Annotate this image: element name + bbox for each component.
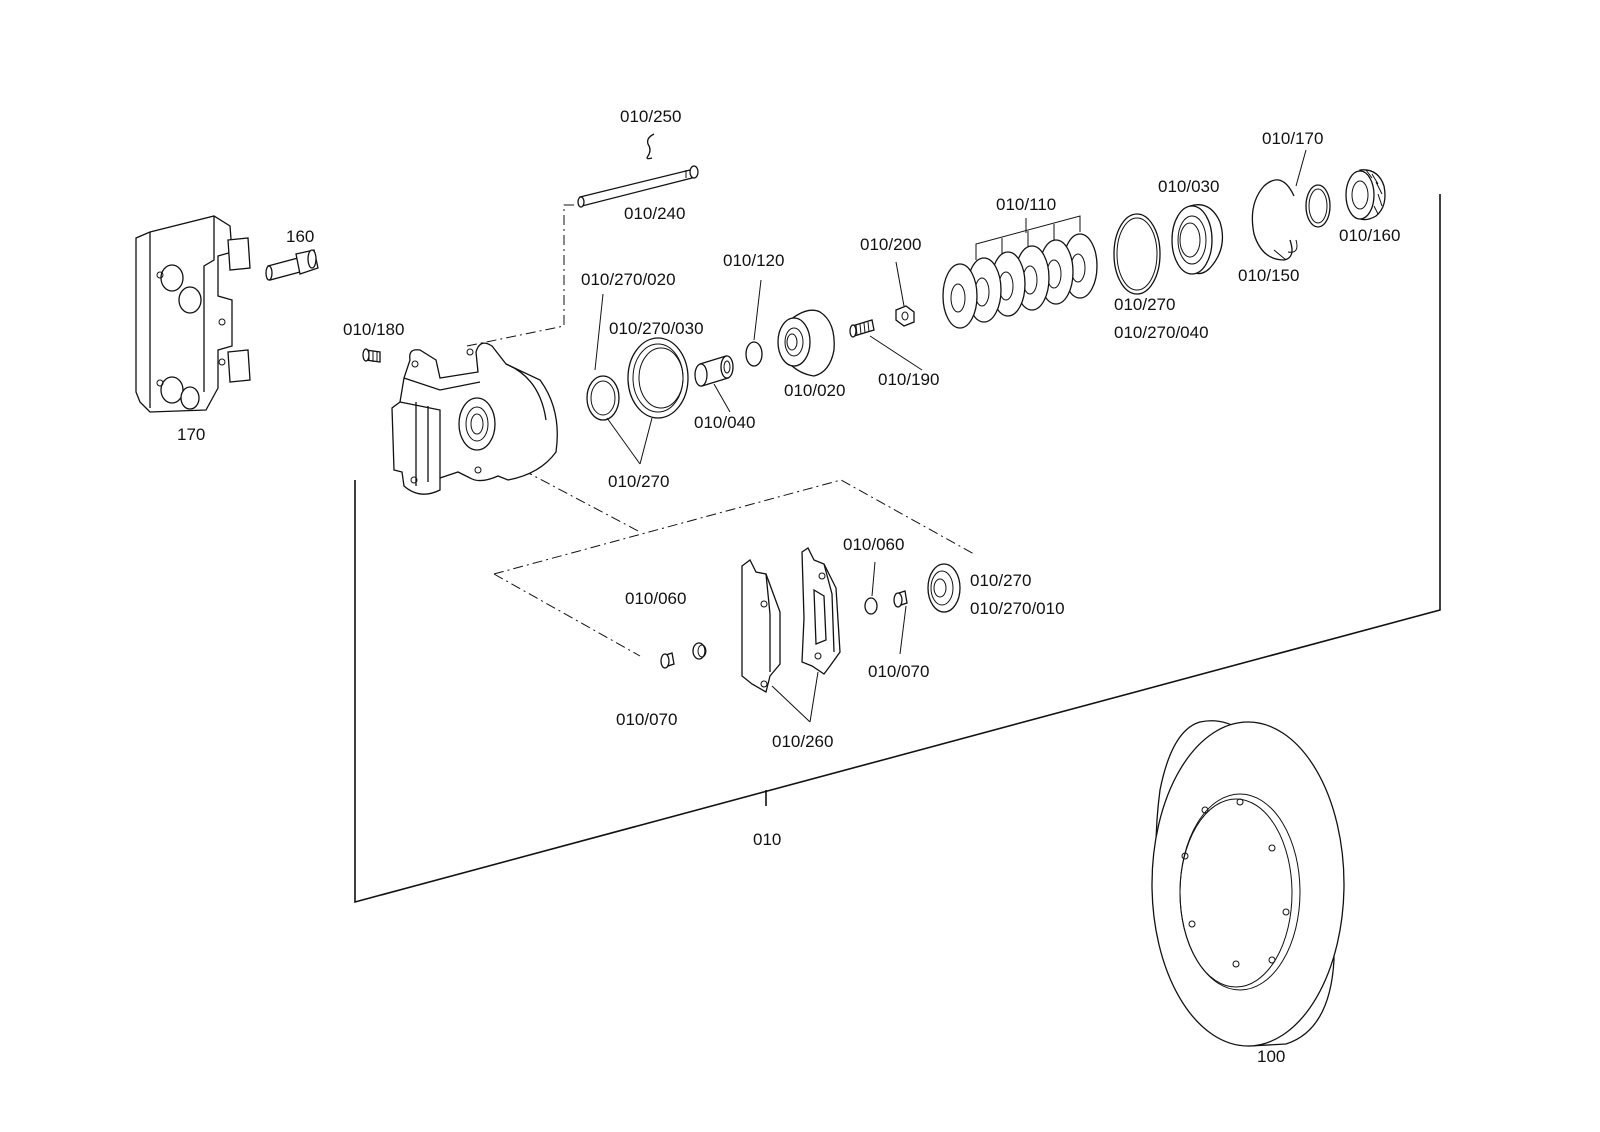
label-010-060-right: 010/060 — [843, 535, 904, 554]
label-010-040: 010/040 — [694, 413, 755, 432]
bushing-010-070-left-part — [660, 652, 675, 669]
label-010-170: 010/170 — [1262, 129, 1323, 148]
label-010-120: 010/120 — [723, 251, 784, 270]
label-010-060-left: 010/060 — [625, 589, 686, 608]
snap-ring-010-150-part — [1251, 179, 1295, 261]
spring-010-190-part — [849, 319, 875, 338]
part-labels: 010/250 010/240 160 170 010/180 010/270/… — [177, 107, 1400, 1066]
label-010-270-040: 010/270/040 — [1114, 323, 1209, 342]
nut-010-200-part — [895, 305, 915, 327]
label-100: 100 — [1257, 1047, 1285, 1066]
brake-pad-010-260-left-part — [741, 559, 781, 693]
caliper-housing-part — [391, 342, 558, 495]
label-010-190: 010/190 — [878, 370, 939, 389]
alignment-lines — [466, 204, 975, 657]
bracket-170-part — [135, 215, 251, 413]
label-010-070-right: 010/070 — [868, 662, 929, 681]
label-010-270-020: 010/270/020 — [581, 270, 676, 289]
leader-010-110-bracket — [975, 215, 1081, 260]
label-010-030: 010/030 — [1158, 177, 1219, 196]
ring-010-170-part — [1305, 184, 1331, 228]
label-010-250: 010/250 — [620, 107, 681, 126]
brake-disc-100-part — [1151, 720, 1345, 1047]
label-010: 010 — [753, 830, 781, 849]
clip-010-250-part — [646, 133, 655, 160]
bolt-160-part — [265, 249, 319, 281]
label-010-270-middle: 010/270 — [608, 472, 669, 491]
label-010-240: 010/240 — [624, 204, 685, 223]
brake-pad-010-260-right-part — [801, 547, 841, 675]
label-010-200: 010/200 — [860, 235, 921, 254]
pin-010-240-part — [577, 165, 699, 208]
bushing-010-060-left-part — [692, 642, 707, 660]
bleeder-010-180-part — [362, 348, 381, 363]
sleeve-010-040-part — [694, 355, 734, 387]
label-010-270-010: 010/270/010 — [970, 599, 1065, 618]
seal-010-270-020-part — [586, 375, 620, 421]
label-010-150: 010/150 — [1238, 266, 1299, 285]
boot-010-270-030-part — [627, 337, 689, 419]
label-010-260: 010/260 — [772, 732, 833, 751]
label-170: 170 — [177, 425, 205, 444]
disc-springs-010-110-part — [942, 233, 1098, 329]
label-010-270-upper: 010/270 — [1114, 295, 1175, 314]
bearing-010-030-part — [1171, 204, 1224, 275]
label-010-270-lower: 010/270 — [970, 571, 1031, 590]
ring-010-120-part — [745, 341, 763, 367]
label-160: 160 — [286, 227, 314, 246]
label-010-270-030: 010/270/030 — [609, 319, 704, 338]
bushing-010-070-right-part — [893, 590, 908, 608]
label-010-110: 010/110 — [996, 195, 1056, 214]
piston-010-020-part — [777, 309, 835, 377]
assembly-010-frame — [354, 194, 1441, 904]
adjuster-nut-010-160-part — [1345, 169, 1386, 221]
label-010-070-left: 010/070 — [616, 710, 677, 729]
leader-lines — [594, 149, 1307, 723]
seal-010-270-lower-part — [927, 563, 961, 613]
label-010-180: 010/180 — [343, 320, 404, 339]
oring-010-270-upper-part — [1113, 213, 1161, 295]
bushing-010-060-right-part — [864, 597, 878, 615]
label-010-160: 010/160 — [1339, 226, 1400, 245]
label-010-020: 010/020 — [784, 381, 845, 400]
